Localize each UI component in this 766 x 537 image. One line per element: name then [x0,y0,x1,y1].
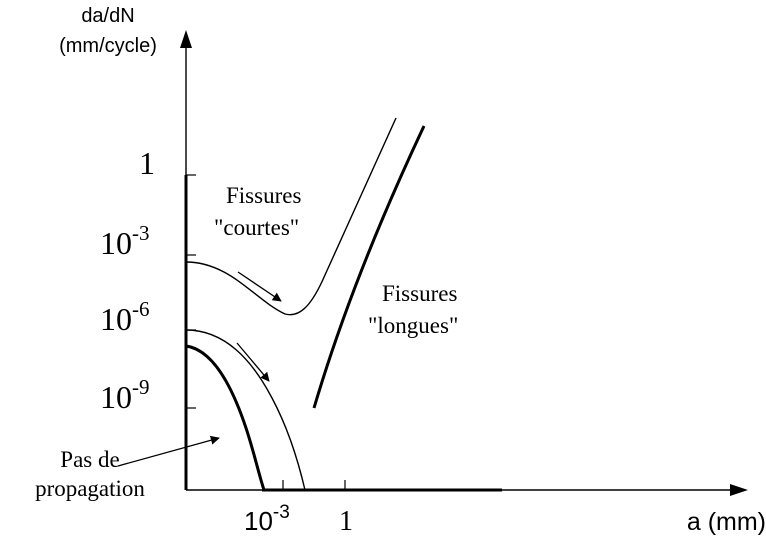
y-tick-label-exp: -3 [132,221,150,245]
y-tick-label-1e-9: 10-9 [100,375,150,415]
y-tick-label-exp: -6 [132,297,150,321]
x-tick-label-1e-3: 10-3 [244,502,290,536]
y-tick-label-exp: -9 [132,375,150,399]
y-tick-label-base: 10 [100,301,132,337]
y-tick-label-base: 10 [100,225,132,261]
y-tick-label-base: 10 [100,379,132,415]
long-crack-line [312,125,426,409]
short-cracks-label-line1: Fissures [226,183,301,208]
x-tick-label-1: 1 [339,506,353,537]
y-axis-label-line1: da/dN [81,5,134,27]
y-tick-label-1: 1 [139,145,155,181]
no-propagation-pointer-icon [117,435,220,467]
y-tick-label-1e-3: 10-3 [100,221,150,261]
x-axis-arrowhead [730,484,748,496]
y-axis-arrowhead [180,30,192,48]
threshold-curve [185,344,266,491]
short-cracks-label-line2: "courtes" [214,215,299,240]
y-tick-label-1e-6: 10-6 [100,297,150,337]
trend-arrow-lower-icon [236,342,270,382]
x-tick-label-exp: -3 [273,502,290,523]
x-tick-label-base: 10 [244,506,273,536]
no-propagation-label-line2: propagation [35,476,145,501]
y-axis-label-line2: (mm/cycle) [59,35,157,57]
trend-arrow-upper-icon [237,271,282,302]
long-cracks-label-line2: "longues" [368,313,458,338]
no-propagation-label-line1: Pas de [60,447,119,472]
short-crack-curve-lower [185,329,306,491]
x-axis-label: a (mm) [687,508,766,536]
long-cracks-label-line1: Fissures [382,281,457,306]
short-crack-curve-upper [185,117,397,316]
